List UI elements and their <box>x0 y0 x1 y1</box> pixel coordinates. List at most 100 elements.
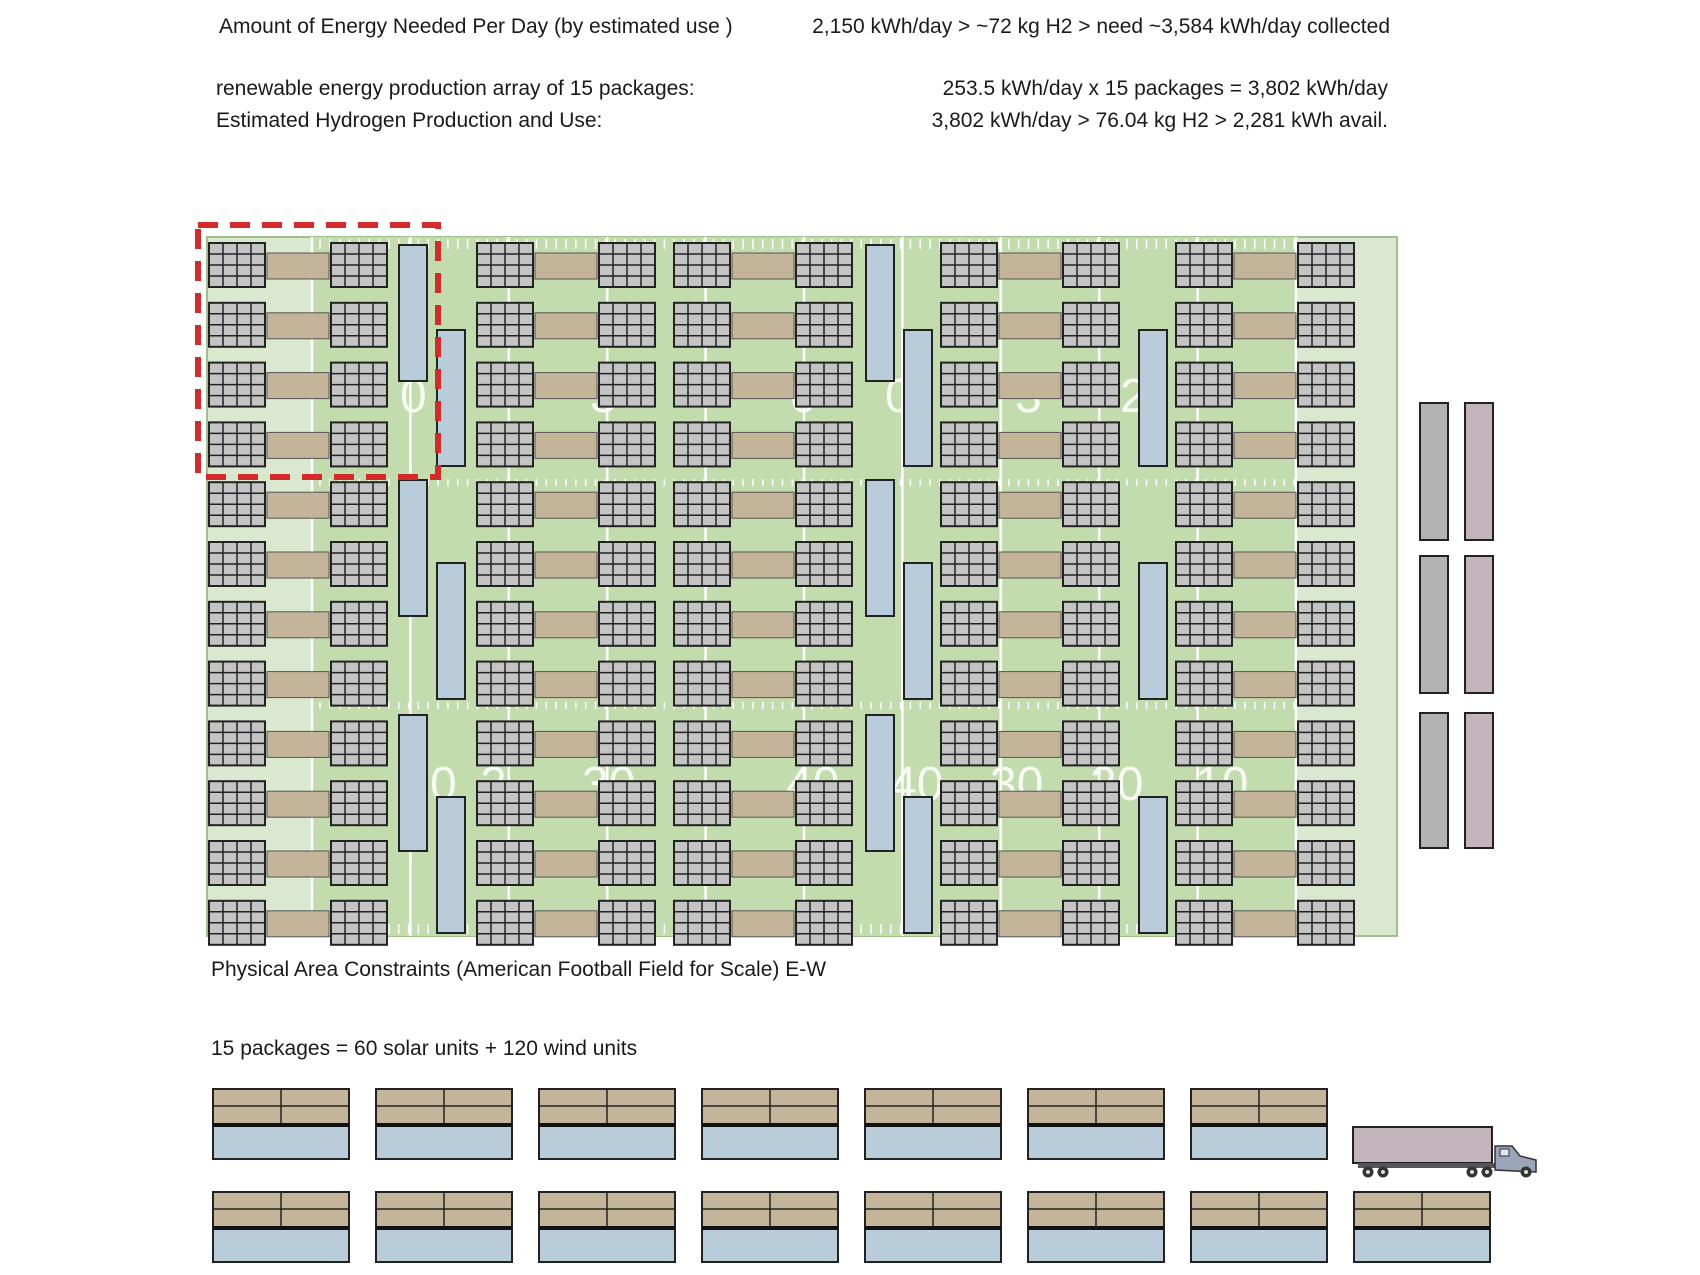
shipping-package <box>212 1191 350 1263</box>
solar-unit <box>673 361 731 408</box>
solar-unit <box>476 421 534 468</box>
hydrogen-tank <box>1419 712 1449 849</box>
field-caption: Physical Area Constraints (American Foot… <box>211 958 827 981</box>
storage-containers <box>398 244 1168 934</box>
wind-unit <box>266 910 330 938</box>
solar-unit <box>330 600 388 647</box>
wind-unit <box>1233 910 1297 938</box>
shipping-package <box>538 1088 676 1160</box>
solar-unit <box>673 720 731 767</box>
solar-unit <box>476 242 534 288</box>
wind-unit <box>266 850 330 878</box>
wind-unit <box>534 850 598 878</box>
solar-unit <box>795 301 853 348</box>
solar-unit <box>673 481 731 528</box>
solar-unit <box>1297 481 1355 528</box>
wind-unit <box>266 611 330 639</box>
solar-unit <box>1062 481 1120 528</box>
solar-unit <box>330 660 388 707</box>
solar-unit <box>1062 541 1120 587</box>
storage-container <box>398 714 428 852</box>
package-array <box>208 242 1355 946</box>
truck-hub <box>1485 1170 1489 1174</box>
shipping-package <box>701 1191 839 1263</box>
storage-container <box>903 329 933 467</box>
wind-unit <box>998 431 1062 459</box>
solar-unit <box>208 301 266 348</box>
wind-unit <box>731 850 795 878</box>
shipping-package <box>1353 1191 1491 1263</box>
solar-unit <box>476 780 534 827</box>
solar-unit <box>1297 660 1355 707</box>
wind-unit <box>731 491 795 519</box>
wind-unit <box>998 491 1062 519</box>
solar-unit <box>673 541 731 587</box>
hydrogen-label: Estimated Hydrogen Production and Use: <box>216 109 603 132</box>
shipping-package <box>212 1088 350 1160</box>
solar-unit <box>1175 481 1233 528</box>
truck-trailer <box>1352 1126 1493 1164</box>
solar-unit <box>673 660 731 707</box>
wind-unit <box>534 611 598 639</box>
storage-container <box>398 479 428 617</box>
solar-unit <box>598 301 656 348</box>
solar-unit <box>1297 840 1355 886</box>
solar-unit <box>1062 720 1120 767</box>
solar-unit <box>940 840 998 886</box>
solar-unit <box>795 421 853 468</box>
solar-unit <box>795 660 853 707</box>
wind-unit <box>1233 431 1297 459</box>
storage-container <box>436 562 466 700</box>
solar-unit <box>598 899 656 946</box>
solar-unit <box>330 301 388 348</box>
storage-container <box>865 244 895 382</box>
solar-unit <box>476 660 534 707</box>
solar-unit <box>795 541 853 587</box>
solar-unit <box>1175 660 1233 707</box>
wind-unit <box>266 730 330 758</box>
wind-unit <box>534 671 598 699</box>
wind-unit <box>266 431 330 459</box>
single-package-highlight <box>195 222 441 480</box>
solar-unit <box>476 840 534 886</box>
array-label: renewable energy production array of 15 … <box>216 77 695 100</box>
wind-unit <box>1233 671 1297 699</box>
solar-unit <box>330 421 388 468</box>
storage-container <box>865 479 895 617</box>
hydrogen-tank <box>1464 402 1494 541</box>
solar-unit <box>208 242 266 288</box>
solar-unit <box>1175 541 1233 587</box>
wind-unit <box>1233 790 1297 818</box>
shipping-package <box>1027 1088 1165 1160</box>
hydrogen-tank <box>1419 555 1449 694</box>
solar-unit <box>673 301 731 348</box>
solar-unit <box>1062 660 1120 707</box>
truck-hub <box>1470 1170 1474 1174</box>
solar-unit <box>330 899 388 946</box>
solar-unit <box>598 600 656 647</box>
solar-unit <box>940 660 998 707</box>
shipping-package <box>864 1088 1002 1160</box>
wind-unit <box>266 372 330 400</box>
shipping-package <box>1190 1191 1328 1263</box>
solar-unit <box>795 720 853 767</box>
truck-chassis <box>1358 1163 1508 1168</box>
wind-unit <box>266 491 330 519</box>
hydrogen-value: 3,802 kWh/day > 76.04 kg H2 > 2,281 kWh … <box>931 109 1388 132</box>
solar-unit <box>208 899 266 946</box>
solar-unit <box>1175 720 1233 767</box>
solar-unit <box>330 780 388 827</box>
storage-container <box>1138 329 1168 467</box>
solar-unit <box>940 720 998 767</box>
solar-unit <box>795 242 853 288</box>
solar-unit <box>1297 720 1355 767</box>
solar-unit <box>1062 242 1120 288</box>
wind-unit <box>1233 372 1297 400</box>
solar-unit <box>1297 361 1355 408</box>
wind-unit <box>998 730 1062 758</box>
wind-unit <box>998 312 1062 340</box>
solar-unit <box>1062 780 1120 827</box>
wind-unit <box>266 790 330 818</box>
wind-unit <box>731 671 795 699</box>
